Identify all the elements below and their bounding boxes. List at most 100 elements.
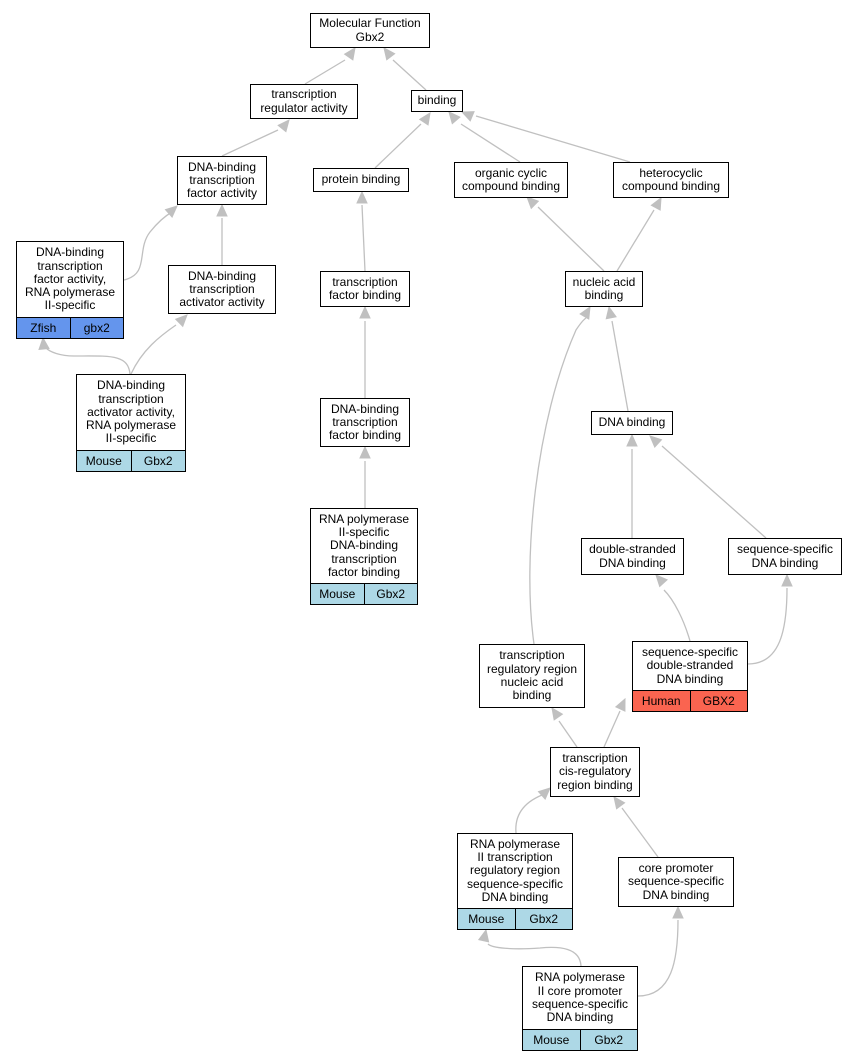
edge-arrowhead [383, 47, 396, 61]
is-a-edge [515, 794, 543, 834]
go-term-label-line: protein binding [321, 172, 401, 187]
is-a-edge [304, 59, 346, 85]
go-term-label-line: activator activity, [87, 404, 175, 419]
go-term-label-line: factor activity, [33, 271, 107, 286]
edge-arrowhead [174, 314, 188, 328]
go-term-label-line: RNA polymerase [24, 285, 116, 300]
is-a-edge [637, 919, 679, 997]
go-term-label-line: II-specific [338, 525, 390, 540]
edge-arrowhead [551, 707, 564, 721]
go-term-label-line: sequence-specific [627, 874, 725, 889]
is-a-edge [616, 209, 655, 272]
go-term-node-dna-binding[interactable]: DNA binding [591, 411, 673, 435]
edge-arrowhead [277, 119, 290, 133]
go-term-label-line: transcription [37, 258, 103, 273]
go-term-label-line: binding [512, 688, 552, 703]
go-term-label-line: transcription [189, 281, 255, 296]
go-term-label-line: binding [417, 93, 457, 108]
go-term-label-line: DNA binding [599, 555, 666, 570]
go-term-label-line: regulatory region [469, 863, 561, 878]
go-term-label-line: regulatory region [486, 661, 578, 676]
go-term-node-protein-binding[interactable]: protein binding [313, 168, 409, 192]
go-term-node-binding[interactable]: binding [411, 90, 463, 112]
go-term-label-line: sequence-specific [466, 876, 564, 891]
edge-arrowhead [418, 111, 431, 126]
edge-arrowhead [614, 697, 626, 712]
is-a-edge [130, 324, 177, 375]
edge-arrowhead [672, 905, 684, 919]
go-term-label-line: sequence-specific [531, 997, 629, 1011]
is-a-edge [529, 317, 587, 645]
annotation-gene: Gbx2 [514, 909, 573, 929]
edge-arrowhead [359, 305, 371, 319]
go-term-label-line: nucleic acid [500, 675, 564, 689]
go-term-label-line: region binding [557, 777, 633, 792]
go-term-label-line: binding [584, 288, 624, 302]
go-term-label-line: compound binding [621, 179, 721, 193]
go-term-label-line: transcription [98, 391, 164, 406]
edge-arrowhead [359, 445, 371, 459]
edge-arrowhead [537, 787, 551, 800]
is-a-edge [663, 589, 691, 642]
is-a-edge [603, 710, 621, 748]
edge-arrowhead [38, 336, 50, 350]
go-term-label-line: double-stranded [646, 658, 734, 673]
go-term-label-line: core promoter [638, 861, 714, 876]
edge-arrowhead [526, 196, 540, 210]
go-term-label-line: II transcription [477, 850, 553, 865]
go-term-label-line: transcription [271, 87, 337, 102]
go-term-label-line: sequence-specific [641, 645, 739, 660]
is-a-edge [747, 587, 788, 665]
annotation-gene: Gbx2 [363, 584, 418, 604]
edge-arrowhead [164, 205, 178, 218]
go-term-label-line: regulator activity [260, 100, 348, 115]
is-a-edge [374, 123, 422, 169]
go-term-label-line: factor binding [328, 428, 402, 443]
go-term-label-line: DNA binding [656, 671, 724, 686]
go-term-label-line: Molecular Function [319, 16, 421, 31]
edge-arrowhead [579, 305, 591, 320]
edge-arrowhead [613, 796, 626, 810]
edge-arrowhead [343, 47, 356, 61]
is-a-edge [475, 115, 631, 163]
is-a-edge [621, 807, 659, 858]
edge-arrowhead [216, 203, 228, 217]
is-a-edge [661, 445, 767, 539]
